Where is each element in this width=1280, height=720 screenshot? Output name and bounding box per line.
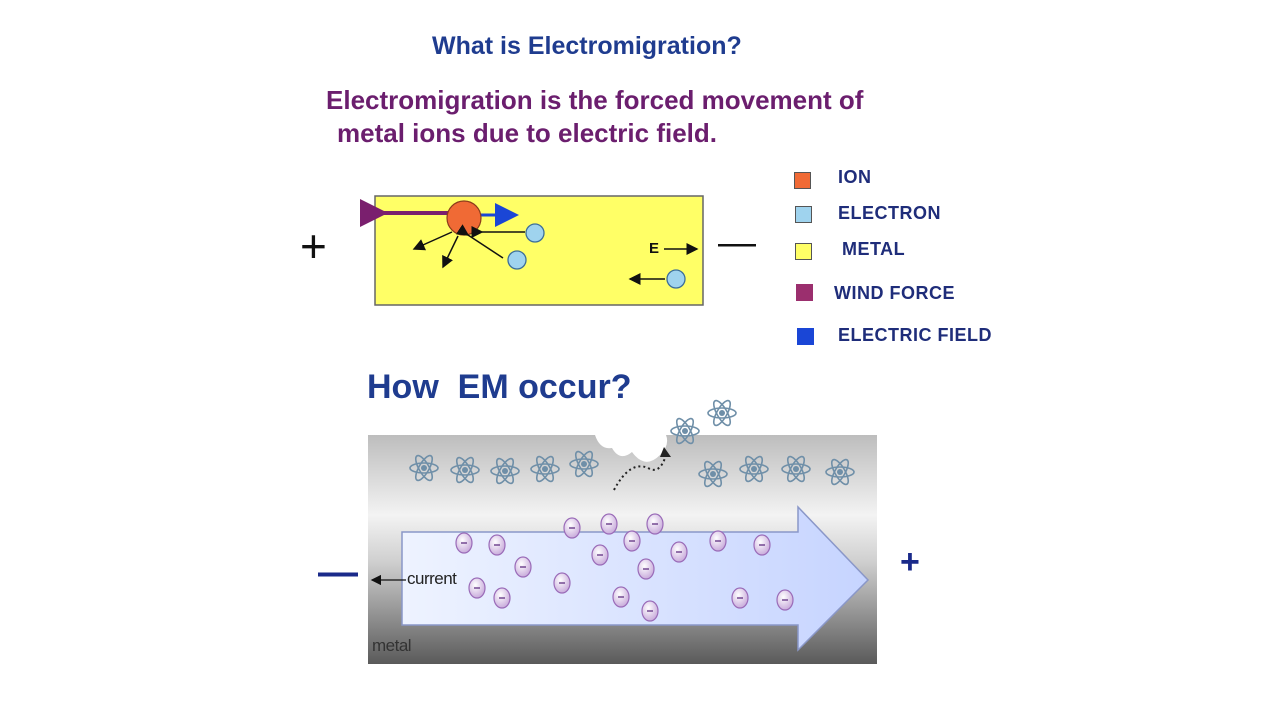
section-title: How EM occur? bbox=[367, 368, 632, 406]
legend-label: METAL bbox=[842, 239, 906, 259]
legend-label: ION bbox=[838, 167, 872, 187]
current-label: current bbox=[407, 569, 457, 588]
electron-circle bbox=[666, 269, 686, 289]
legend-swatch bbox=[795, 243, 812, 260]
electron-circle bbox=[507, 250, 527, 270]
ion-circle bbox=[446, 200, 482, 236]
legend-label: ELECTRON bbox=[838, 203, 941, 223]
field-label: E bbox=[649, 240, 660, 257]
slide-title: What is Electromigration? bbox=[432, 32, 742, 60]
positive-terminal-sign: + bbox=[300, 220, 327, 272]
negative-terminal-sign: — bbox=[718, 222, 756, 264]
negative-terminal-sign: — bbox=[318, 550, 358, 594]
electron-flow-arrow bbox=[401, 505, 870, 652]
legend-swatch bbox=[795, 206, 812, 223]
legend-swatch bbox=[796, 284, 813, 301]
legend-swatch bbox=[794, 172, 811, 189]
legend-label: ELECTRIC FIELD bbox=[838, 325, 992, 345]
positive-terminal-sign: + bbox=[900, 543, 920, 581]
electron-circle bbox=[525, 223, 545, 243]
legend-label: WIND FORCE bbox=[834, 283, 955, 303]
definition-line-2: metal ions due to electric field. bbox=[337, 118, 717, 148]
legend-swatch bbox=[797, 328, 814, 345]
metal-label: metal bbox=[372, 636, 412, 655]
definition-line-1: Electromigration is the forced movement … bbox=[326, 85, 864, 115]
